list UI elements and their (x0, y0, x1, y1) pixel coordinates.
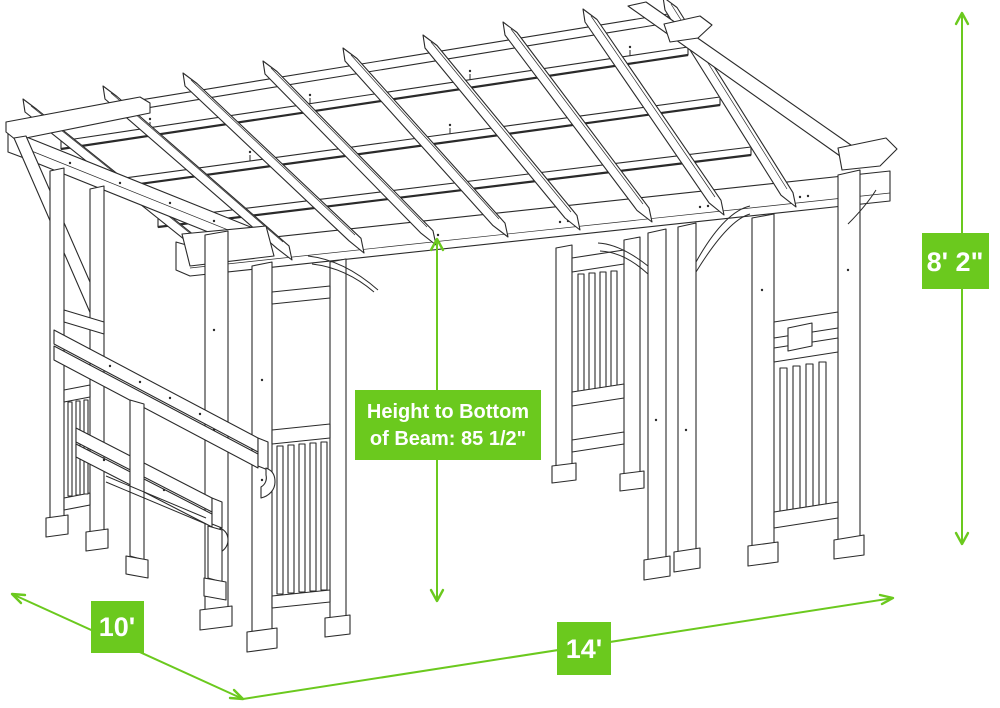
dimension-label-beam-height: Height to Bottom of Beam: 85 1/2" (355, 390, 541, 460)
slat-panel-center (577, 270, 618, 393)
right-back-wing (663, 15, 713, 43)
right-rail-block (787, 322, 813, 352)
left-wing-board (5, 96, 151, 141)
arch-bracket-right (695, 205, 751, 263)
roof-stringers (60, 45, 752, 229)
bar-leg-front (207, 525, 223, 583)
beam-height-text-line1: Height to Bottom (367, 401, 529, 423)
upper-rail (271, 285, 331, 305)
bar-back-rail (63, 309, 105, 335)
left-bar-structure (45, 167, 276, 601)
arch-bracket-left (597, 242, 649, 267)
bar-counter-upper (53, 329, 276, 499)
label-box-depth (91, 601, 144, 653)
right-wall (747, 169, 877, 567)
bar-leg-mid (129, 399, 145, 561)
right-front-wing (837, 137, 898, 171)
dimension-labels: Height to Bottom of Beam: 85 1/2" 8' 2" … (91, 233, 989, 675)
slat-panel-right (779, 361, 827, 513)
width-text: 14' (566, 634, 602, 664)
dimension-label-depth: 10' (91, 601, 144, 653)
right-side-header (627, 1, 898, 171)
beam-height-text-line2: of Beam: 85 1/2" (370, 428, 526, 450)
total-height-text: 8' 2" (927, 247, 984, 277)
depth-text: 10' (99, 612, 135, 642)
dimension-label-width: 14' (557, 622, 611, 675)
bracket-ticks (148, 45, 652, 161)
label-box-beam-height (355, 390, 541, 460)
label-box-width (557, 622, 611, 675)
right-rail-lower (773, 337, 839, 363)
center-posts (597, 205, 751, 581)
pergola-walls (45, 167, 877, 653)
dimension-label-total-height: 8' 2" (922, 233, 989, 289)
knee-bracket (307, 255, 379, 291)
slat-panel-front-left (271, 423, 331, 609)
center-back-wall (551, 236, 645, 492)
label-box-total-height (922, 233, 989, 289)
